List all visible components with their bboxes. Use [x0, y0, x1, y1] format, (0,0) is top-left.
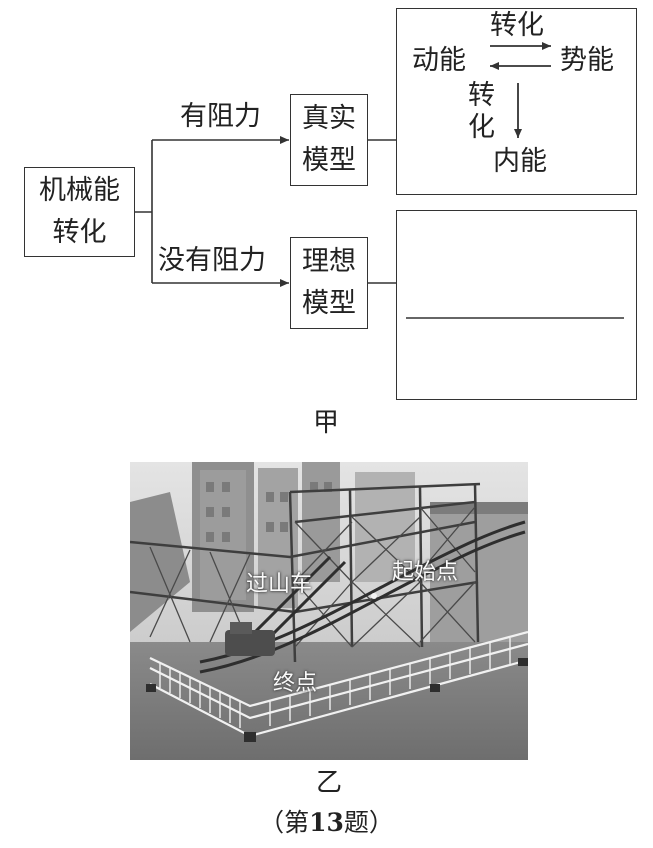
internal-energy-label: 内能 — [493, 148, 547, 175]
ideal-model-line-1: 理想 — [302, 241, 356, 283]
caption-number: 13 — [309, 808, 344, 837]
caption-close: 题） — [344, 808, 394, 837]
source-line-1: 机械能 — [39, 170, 120, 212]
figure-label-yi: 乙 — [316, 770, 342, 796]
real-model-line-1: 真实 — [302, 98, 356, 140]
caption-open: （第 — [259, 808, 309, 837]
kinetic-energy-label: 动能 — [412, 47, 466, 74]
start-point-label: 起始点 — [392, 554, 458, 586]
source-line-2: 转化 — [53, 212, 107, 254]
condition-without-friction: 没有阻力 — [158, 247, 266, 274]
coaster-label: 过山车 — [246, 566, 312, 598]
end-point-label: 终点 — [273, 665, 317, 697]
ideal-result-box — [396, 210, 637, 400]
photo-illustration — [130, 462, 528, 760]
convert-top-label: 转化 — [490, 12, 544, 39]
mechanical-energy-box: 机械能 转化 — [24, 167, 135, 257]
potential-energy-label: 势能 — [560, 47, 614, 74]
real-model-line-2: 模型 — [302, 140, 356, 182]
condition-with-friction: 有阻力 — [180, 103, 261, 130]
ideal-model-line-2: 模型 — [302, 283, 356, 325]
figure-label-jia: 甲 — [313, 410, 339, 436]
convert-side-char-2: 化 — [468, 114, 495, 141]
real-model-box: 真实 模型 — [290, 94, 368, 186]
question-caption: （第13题） — [0, 808, 653, 838]
ideal-model-box: 理想 模型 — [290, 237, 368, 329]
roller-coaster-photo: 过山车 起始点 终点 — [130, 462, 528, 760]
convert-side-char-1: 转 — [468, 82, 495, 109]
